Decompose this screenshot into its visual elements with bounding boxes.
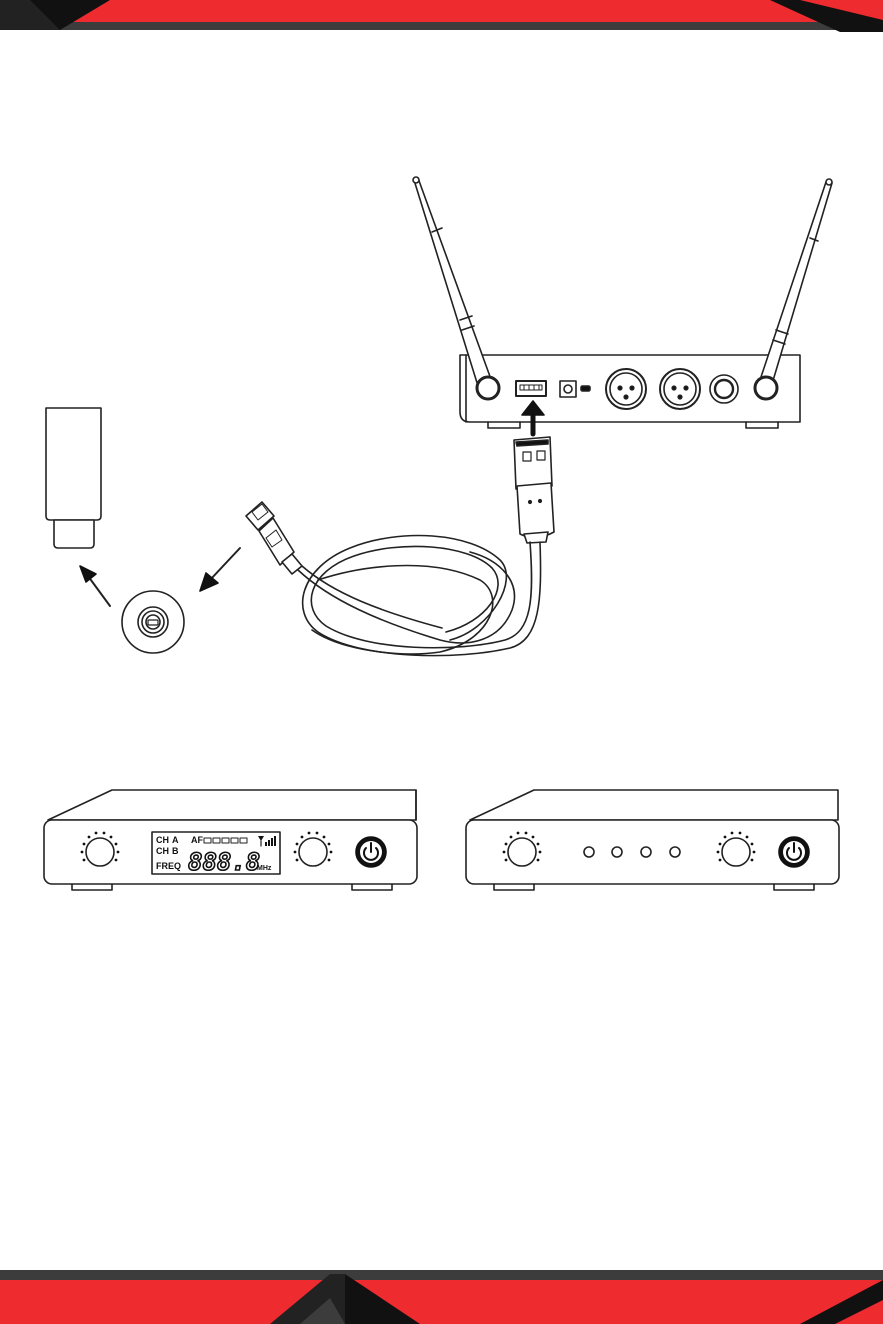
lcd-ch-b-suffix: B bbox=[172, 846, 179, 856]
antenna-left bbox=[413, 177, 499, 399]
lcd-ch-a-suffix: A bbox=[172, 835, 179, 845]
dc-jack bbox=[560, 381, 576, 397]
volume-knob-left bbox=[86, 838, 114, 866]
led-2 bbox=[612, 847, 622, 857]
led-1 bbox=[584, 847, 594, 857]
receiver-foot-left bbox=[488, 422, 520, 428]
usb-a-plug bbox=[514, 437, 554, 543]
usb-charging-dongle bbox=[46, 408, 101, 548]
lcd-ch-b-label: CH bbox=[156, 846, 169, 856]
usb-cable bbox=[246, 437, 554, 656]
af-meter bbox=[204, 838, 247, 843]
led-unit-knob-left bbox=[508, 838, 536, 866]
antenna-right-base bbox=[755, 377, 777, 399]
quarter-inch-output bbox=[710, 375, 738, 403]
volume-knob-right bbox=[299, 838, 327, 866]
bottom-band-dark-stripe bbox=[0, 1270, 883, 1280]
xlr-output-b bbox=[660, 369, 700, 409]
lcd-ch-a-label: CH bbox=[156, 835, 169, 845]
arrow-to-dongle bbox=[80, 566, 110, 606]
mini-usb-plug bbox=[246, 502, 302, 574]
led-unit-power-icon bbox=[779, 837, 809, 867]
led-3 bbox=[641, 847, 651, 857]
receiver-foot-right bbox=[746, 422, 778, 428]
power-icon bbox=[356, 837, 386, 867]
lcd-af-label: AF bbox=[191, 835, 203, 845]
receiver-front-leds bbox=[466, 790, 839, 890]
lcd-unit-label: MHz bbox=[257, 865, 272, 872]
arrow-from-cable bbox=[200, 548, 240, 591]
ground-switch bbox=[581, 386, 590, 391]
usb-port bbox=[516, 381, 546, 396]
bottom-decorative-band bbox=[0, 1270, 883, 1324]
lcd-frequency-digits: 888.8 bbox=[188, 848, 260, 876]
mini-usb-port-closeup bbox=[122, 591, 184, 653]
receiver-back-panel bbox=[413, 177, 832, 428]
led-4 bbox=[670, 847, 680, 857]
led-unit-knob-right bbox=[722, 838, 750, 866]
bottom-band-red bbox=[0, 1280, 883, 1324]
lcd-freq-label: FREQ bbox=[156, 861, 181, 871]
xlr-output-a bbox=[606, 369, 646, 409]
antenna-left-base bbox=[477, 377, 499, 399]
